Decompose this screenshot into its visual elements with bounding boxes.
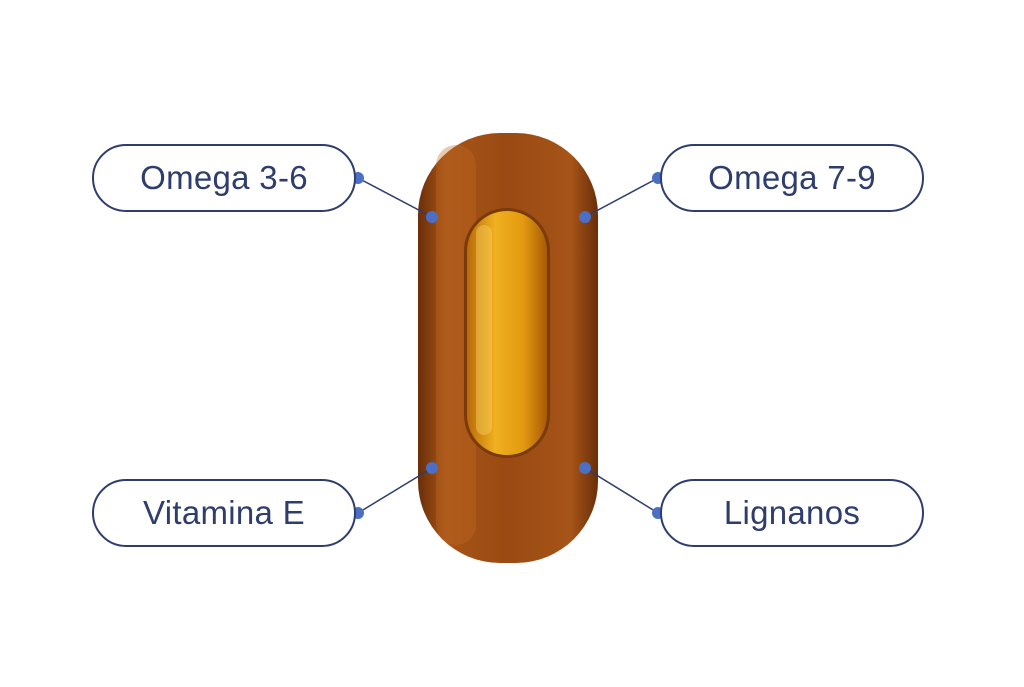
capsule-image	[418, 133, 598, 563]
connector-lines	[357, 177, 659, 514]
label-lignanos: Lignanos	[660, 479, 924, 547]
label-omega-3-6: Omega 3-6	[92, 144, 356, 212]
label-vitamina-e: Vitamina E	[92, 479, 356, 547]
label-omega-7-9: Omega 7-9	[660, 144, 924, 212]
